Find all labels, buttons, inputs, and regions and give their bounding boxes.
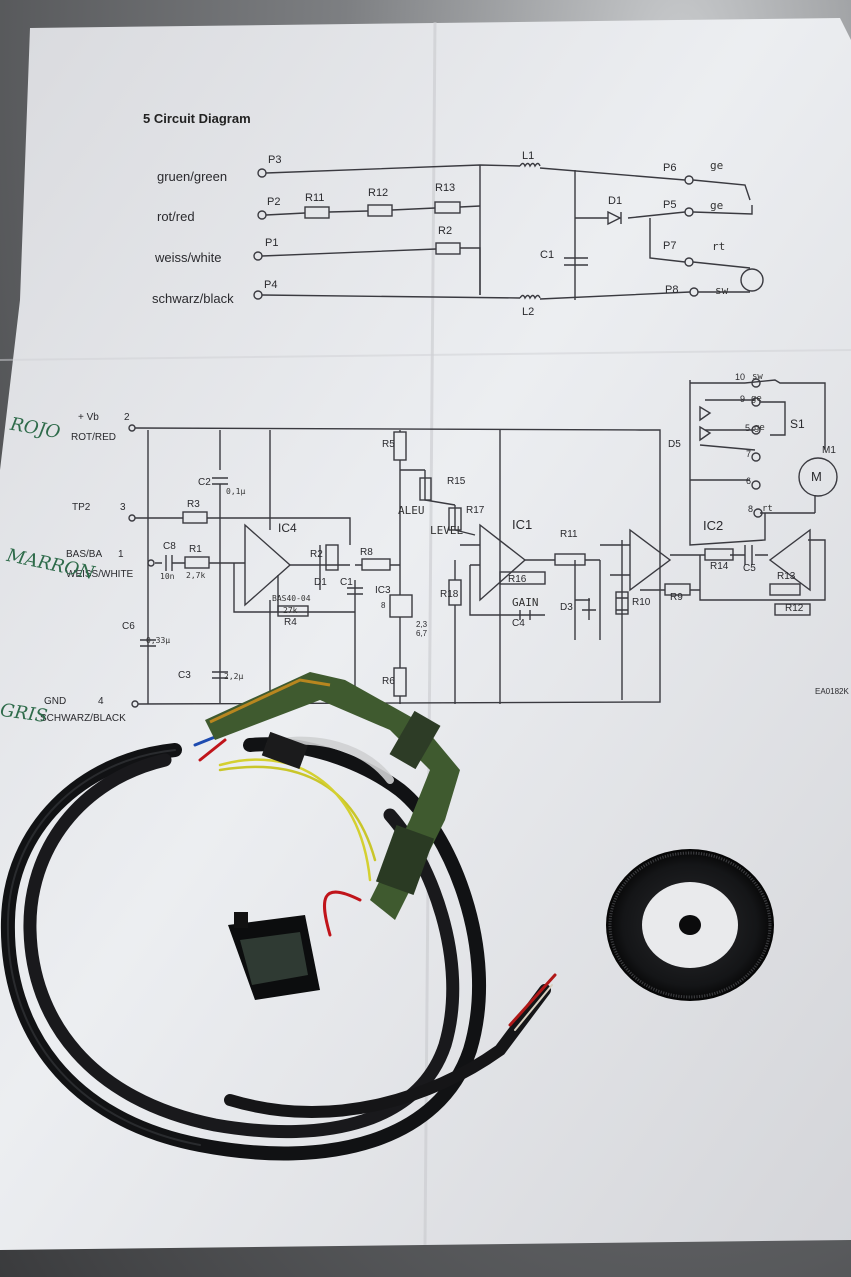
pin-p1: P1 [265,237,279,249]
label-r9: R9 [670,592,683,603]
flex-pcb [205,672,460,920]
wire-label-black: schwarz/black [152,291,234,306]
label-m1: M1 [822,445,836,456]
label-r8: R8 [360,547,373,558]
label-r2: R2 [438,225,453,237]
label-r1: R1 [189,544,202,555]
label-level: LEVEL [430,524,464,537]
label-c1-bottom: C1 [340,577,353,588]
pin-p8: P8 [665,284,679,296]
label-d1-bottom: D1 [314,577,327,588]
label-c1: C1 [540,249,555,261]
label-d3: D3 [560,602,573,613]
schwarz-black-label: SCHWARZ/BLACK [40,713,126,724]
label-ic1: IC1 [512,517,533,532]
label-bas40: BAS40-04 [272,594,311,603]
diagram-title: 5 Circuit Diagram [143,111,251,126]
label-s1: S1 [790,417,805,431]
ic3-pin-8: 8 [381,601,386,610]
motor-m: M [811,469,822,484]
label-d5: D5 [668,439,681,450]
terminal-8: 8 [748,504,754,514]
value-r1: 2,7k [186,571,206,580]
wire-label-green: gruen/green [157,169,228,184]
label-r10: R10 [632,597,651,608]
vb-pin: 2 [124,412,130,423]
ic3-pin-67: 6,7 [416,629,428,638]
label-r17: R17 [466,505,485,516]
value-c3: 2,2µ [224,672,244,681]
label-r13: R13 [435,182,456,194]
label-c8: C8 [163,541,176,552]
bas-pin: 1 [118,549,124,560]
value-r4: 27k [283,606,298,615]
label-r3: R3 [187,499,200,510]
label-c5: C5 [743,563,756,574]
label-r15: R15 [447,476,466,487]
terminal-5-tag: ge [754,423,765,433]
label-r6: R6 [382,676,395,687]
terminal-6: 6 [746,476,752,486]
rot-red-label: ROT/RED [71,432,116,443]
vb-label: + Vb [78,412,99,423]
encoder-disc [606,849,774,1001]
pin-p5: P5 [663,199,677,211]
label-r16: R16 [508,574,527,585]
pin-p7: P7 [663,240,677,252]
tag-rt: rt [712,240,726,253]
value-c8: 10n [160,572,175,581]
label-ic4: IC4 [278,521,297,535]
gnd-label: GND [44,696,67,707]
label-r11: R11 [305,192,325,204]
tp2-label: TP2 [72,502,91,513]
label-r13-bottom: R13 [777,571,796,582]
label-r14: R14 [710,561,729,572]
value-c6: 0,33µ [146,636,171,645]
tp2-pin: 3 [120,502,126,513]
terminal-5: 5 [745,423,751,433]
terminal-10: 10 [735,372,746,382]
label-ic3: IC3 [375,585,391,596]
tag-ge-2: ge [710,199,724,212]
terminal-9-tag: ge [751,394,762,404]
label-l2: L2 [522,306,535,318]
label-c2: C2 [198,477,211,488]
label-gain: GAIN [512,596,539,609]
label-l1: L1 [522,150,535,162]
tag-sw: sw [715,284,729,297]
label-c6: C6 [122,621,135,632]
pin-p4: P4 [264,279,278,291]
pin-p3: P3 [268,154,282,166]
terminal-8-tag: rt [762,504,773,514]
pin-p6: P6 [663,162,677,174]
label-r5: R5 [382,439,395,450]
weiss-white-label: WEISS/WHITE [66,569,134,580]
label-r4: R4 [284,617,297,628]
label-r2-bottom: R2 [310,549,323,560]
drawing-code: EA0182K [815,687,849,696]
label-r11-bottom: R11 [560,529,578,540]
gnd-pin: 4 [98,696,104,707]
label-c4: C4 [512,618,525,629]
label-r12: R12 [368,187,389,199]
label-r12-bottom: R12 [785,603,804,614]
wire-label-red: rot/red [157,209,195,224]
label-c3: C3 [178,670,191,681]
ic3-pin-23: 2,3 [416,620,428,629]
label-ic2: IC2 [703,518,724,533]
pin-p2: P2 [267,196,281,208]
optical-sensor [228,912,320,1000]
bas-label: BAS/BA [66,549,103,560]
label-aleu: ALEU [398,504,425,517]
terminal-9: 9 [740,394,746,404]
terminal-7: 7 [746,449,752,459]
terminal-10-tag: sw [752,372,763,382]
wire-label-white: weiss/white [155,250,222,265]
label-r18-left: R18 [440,589,459,600]
tag-ge-1: ge [710,159,724,172]
value-c2: 0,1µ [226,487,246,496]
label-d1: D1 [608,195,623,207]
